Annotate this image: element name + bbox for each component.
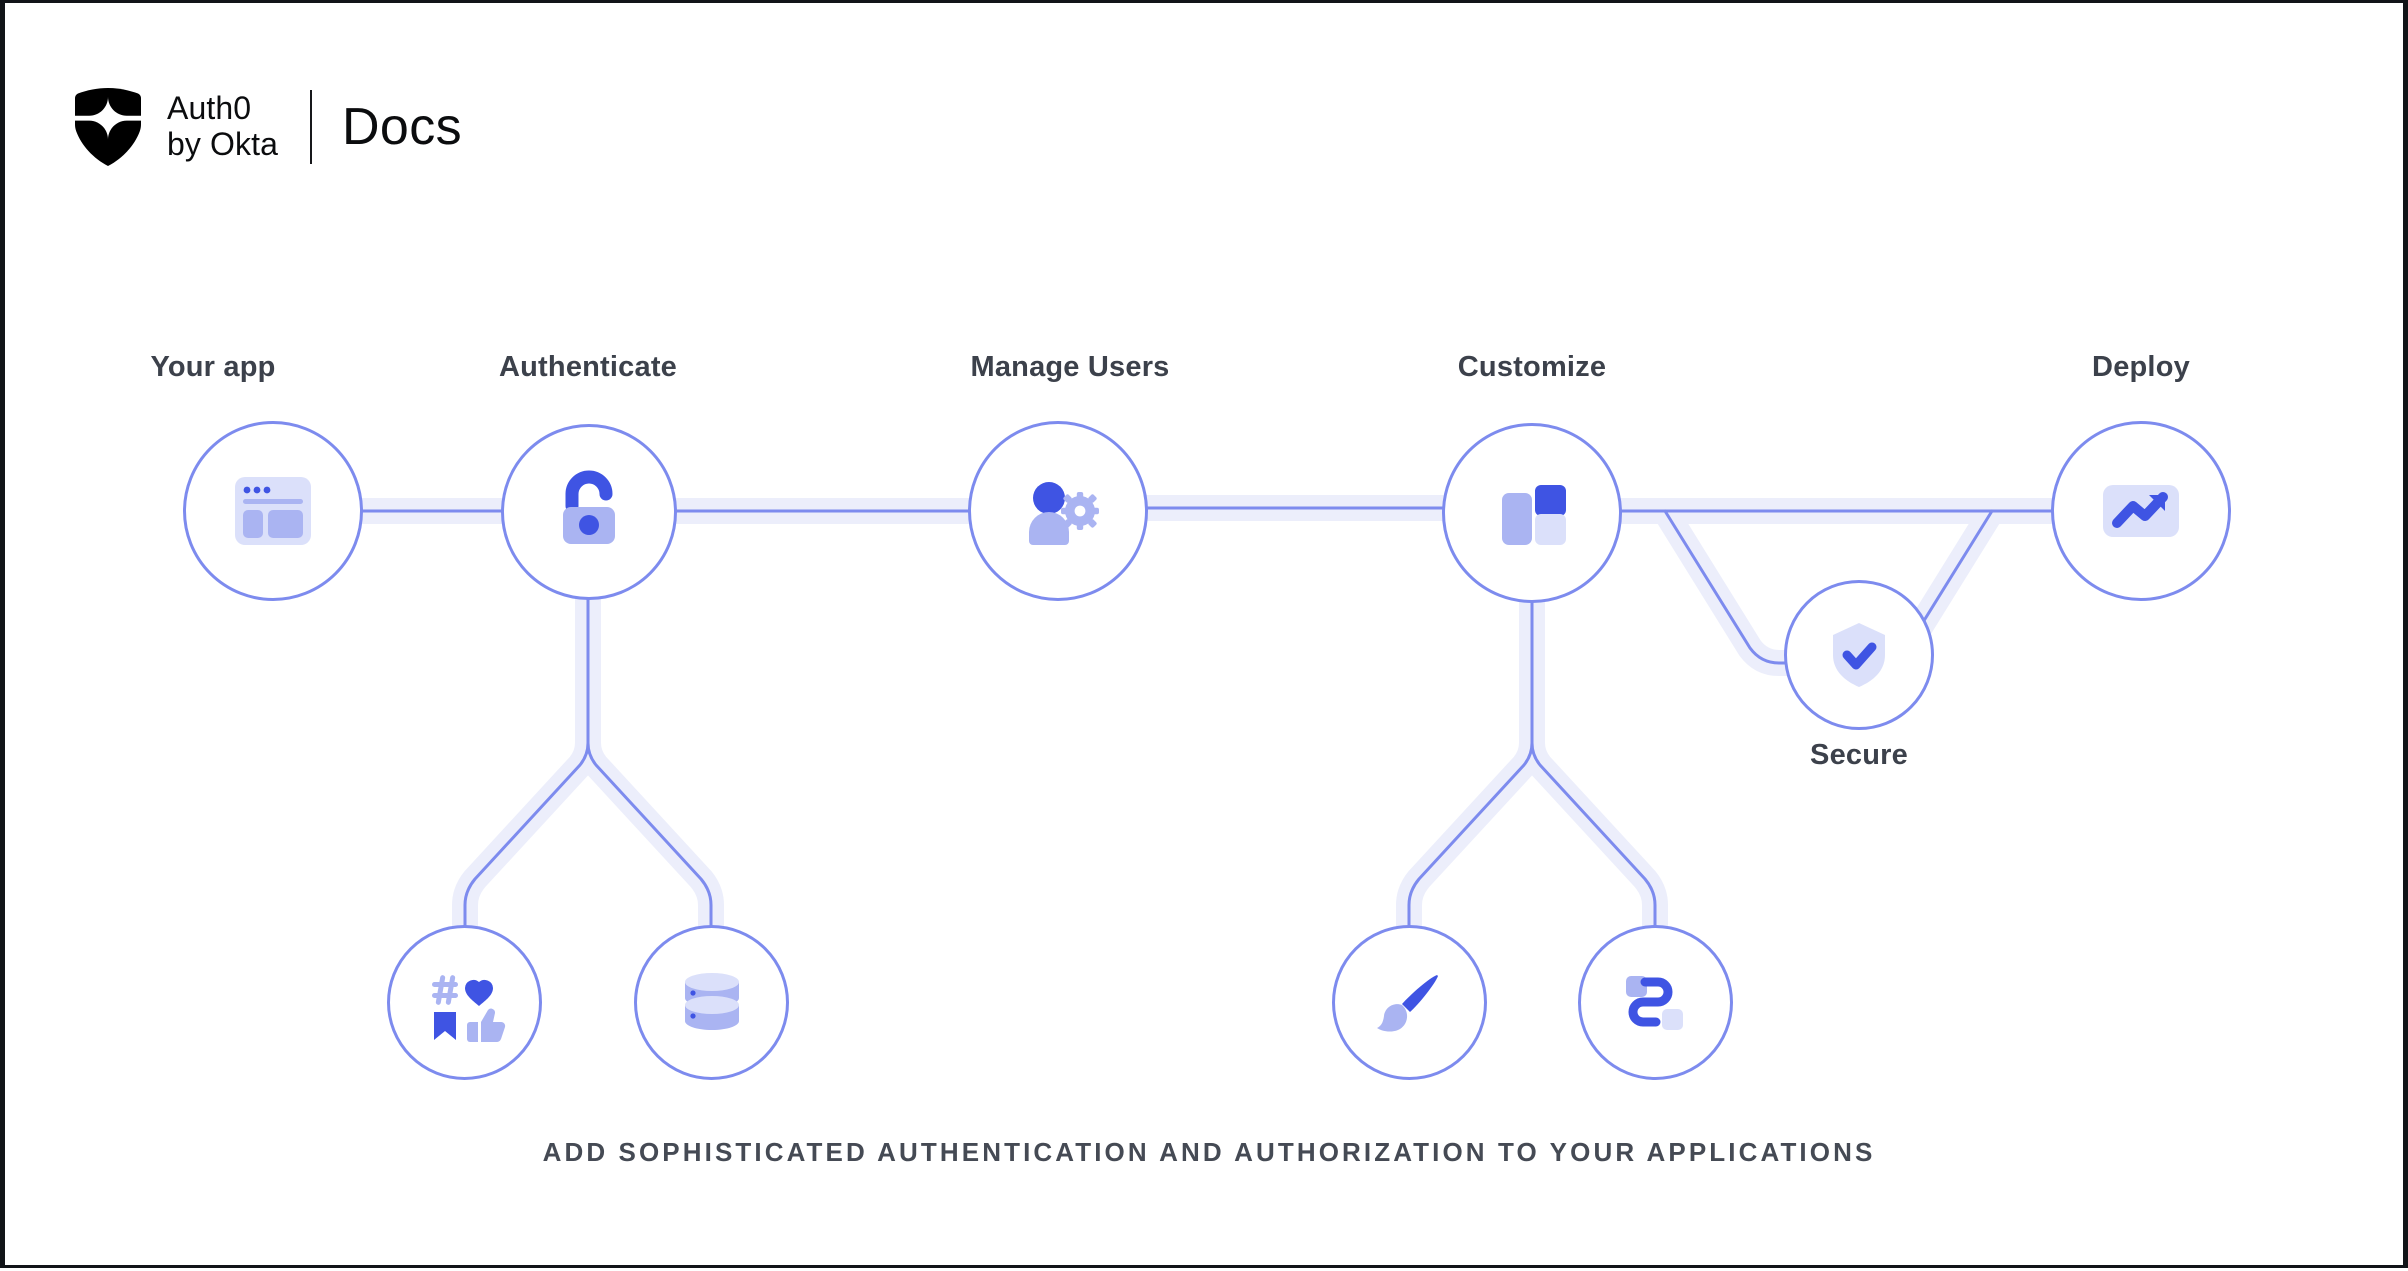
node-circle-branding[interactable] bbox=[1332, 925, 1487, 1080]
paintbrush-icon bbox=[1376, 974, 1438, 1032]
flow-diagram: Your app Authenticate bbox=[5, 3, 2408, 1271]
brand-line1: Auth0 bbox=[167, 90, 252, 127]
node-label-authenticate: Authenticate bbox=[498, 351, 678, 383]
diagram-caption: ADD SOPHISTICATED AUTHENTICATION AND AUT… bbox=[542, 1137, 1876, 1167]
product-name: Docs bbox=[341, 98, 463, 156]
node-circle-manage-users[interactable] bbox=[968, 421, 1148, 601]
social-reactions-icon bbox=[431, 974, 505, 1042]
shield-check-icon bbox=[1833, 623, 1885, 687]
unlock-icon bbox=[563, 470, 615, 544]
node-label-deploy: Deploy bbox=[2092, 351, 2190, 383]
node-circle-database[interactable] bbox=[634, 925, 789, 1080]
database-icon bbox=[684, 972, 739, 1030]
node-circle-deploy[interactable] bbox=[2051, 421, 2231, 601]
browser-window-icon bbox=[235, 477, 311, 545]
node-circle-secure[interactable] bbox=[1784, 580, 1934, 730]
node-label-secure: Secure bbox=[1810, 739, 1908, 771]
node-label-manage-users: Manage Users bbox=[970, 351, 1170, 383]
node-circle-customize[interactable] bbox=[1442, 423, 1622, 603]
node-label-customize: Customize bbox=[1457, 351, 1607, 383]
layout-blocks-icon bbox=[1502, 485, 1566, 545]
node-circle-your-app[interactable] bbox=[183, 421, 363, 601]
node-circle-flows[interactable] bbox=[1578, 925, 1733, 1080]
node-circle-authenticate[interactable] bbox=[501, 424, 677, 600]
trending-up-icon bbox=[2103, 485, 2179, 537]
flow-path-icon bbox=[1625, 975, 1683, 1030]
user-settings-icon bbox=[1029, 482, 1099, 545]
node-label-your-app: Your app bbox=[150, 351, 276, 383]
brand-line2: by Okta bbox=[167, 126, 278, 162]
auth0-shield-logo-icon bbox=[75, 88, 141, 166]
brand-wordmark: Auth0 by Okta bbox=[167, 90, 278, 163]
brand-divider bbox=[309, 90, 312, 164]
brand-header[interactable]: Auth0 by Okta Docs bbox=[75, 85, 462, 169]
page-canvas: Auth0 by Okta Docs bbox=[5, 3, 2403, 1265]
connector-lines bbox=[260, 495, 2065, 941]
node-circle-social[interactable] bbox=[387, 925, 542, 1080]
